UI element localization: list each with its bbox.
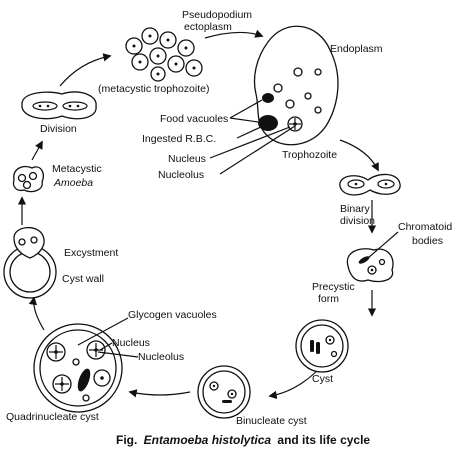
label-excystment: Excystment xyxy=(64,247,118,259)
label-binary-division: division xyxy=(340,215,375,227)
arrow-cyst-to-binucleate xyxy=(268,369,319,400)
arrow-binucleate-to-quadrinucleate xyxy=(128,389,191,398)
arrow-metacystic-to-trophozoite xyxy=(204,29,264,39)
label-chromatoid: Chromatoid xyxy=(398,221,452,233)
label-cyst-wall: Cyst wall xyxy=(62,273,104,285)
label-metacystic-trophozoite: (metacystic trophozoite) xyxy=(98,83,209,95)
label-form: form xyxy=(318,293,339,305)
label-division: Division xyxy=(40,123,77,135)
division-cell xyxy=(21,91,97,120)
label-quadrinucleate-cyst: Quadrinucleate cyst xyxy=(6,411,99,423)
label-nucleolus: Nucleolus xyxy=(158,169,204,181)
label-nucleus: Nucleus xyxy=(168,153,206,165)
label-nucleus-bottom: Nucleus xyxy=(112,337,150,349)
metacystic-amoeba-cell xyxy=(12,165,44,193)
label-amoeba: Amoeba xyxy=(53,177,93,189)
label-nucleolus-bottom: Nucleolus xyxy=(138,351,184,363)
label-pseudopodium: Pseudopodium xyxy=(182,9,252,21)
label-glycogen-vacuoles: Glycogen vacuoles xyxy=(128,309,217,321)
caption-prefix: Fig. xyxy=(116,433,137,447)
label-trophozoite: Trophozoite xyxy=(282,149,337,161)
label-endoplasm: Endoplasm xyxy=(330,43,383,55)
binucleate-cyst-cell xyxy=(197,365,251,419)
label-binary: Binary xyxy=(340,203,371,215)
quadrinucleate-cyst-cell xyxy=(33,317,139,413)
binary-division-cell xyxy=(339,173,401,196)
label-bodies: bodies xyxy=(412,235,443,247)
excystment-cell xyxy=(3,227,57,299)
label-cyst: Cyst xyxy=(312,373,333,385)
caption-species: Entamoeba histolytica xyxy=(144,433,272,447)
caption-suffix: and its life cycle xyxy=(277,433,370,447)
precystic-form-cell xyxy=(346,231,399,283)
arrow-metacystic-to-division xyxy=(31,140,43,161)
arrow-trophozoite-to-binary xyxy=(339,139,379,172)
arrow-division-to-trophozoites xyxy=(59,53,112,87)
trophozoite-pointer-lines xyxy=(209,99,296,175)
figure-caption: Fig. Entamoeba histolytica and its life … xyxy=(116,433,370,447)
cyst-cell xyxy=(295,319,349,373)
cycle-arrows xyxy=(17,29,379,400)
metacystic-trophozoite-cluster xyxy=(125,27,203,82)
arrow-quadrinucleate-to-excystment xyxy=(28,296,45,331)
trophozoite-cell xyxy=(253,25,339,146)
label-binucleate-cyst: Binucleate cyst xyxy=(236,415,307,427)
label-ingested-rbc: Ingested R.B.C. xyxy=(142,133,216,145)
labels: Pseudopodium ectoplasm Endoplasm (metacy… xyxy=(6,9,452,427)
label-metacystic: Metacystic xyxy=(52,163,102,175)
label-precystic: Precystic xyxy=(312,281,355,293)
label-food-vacuoles: Food vacuoles xyxy=(160,113,228,125)
label-ectoplasm: ectoplasm xyxy=(184,21,232,33)
